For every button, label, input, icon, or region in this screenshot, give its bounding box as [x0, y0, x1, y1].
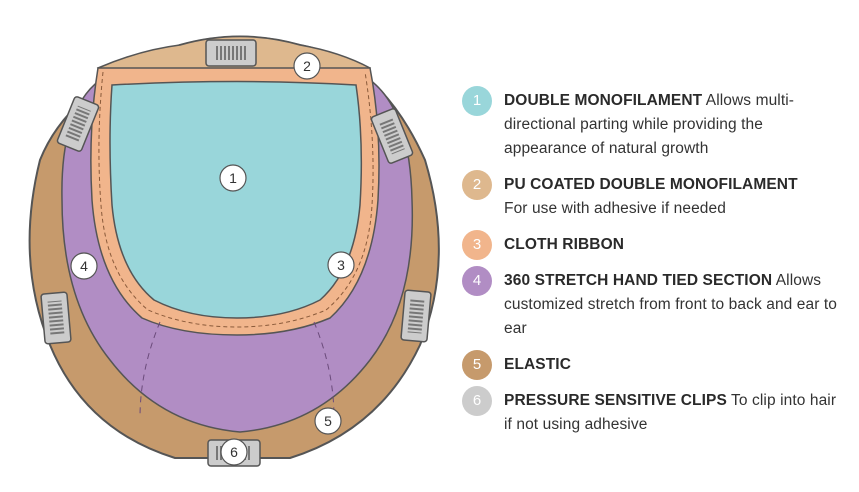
legend-title: DOUBLE MONOFILAMENT — [504, 92, 703, 109]
svg-text:5: 5 — [324, 413, 332, 429]
legend-item-4: 4 360 STRETCH HAND TIED SECTION Allows c… — [462, 266, 847, 341]
wig-cap-diagram: 1 2 3 4 5 6 — [28, 35, 440, 467]
legend-item-6: 6 PRESSURE SENSITIVE CLIPS To clip into … — [462, 386, 847, 437]
ribbon-stitch-line — [98, 71, 374, 328]
monofilament-area — [109, 80, 363, 319]
legend-title: 360 STRETCH HAND TIED SECTION — [504, 272, 773, 289]
stretch-dashed-line-right — [313, 321, 335, 419]
legend-title: PRESSURE SENSITIVE CLIPS — [504, 392, 727, 409]
legend-item-3: 3 CLOTH RIBBON — [462, 230, 847, 260]
legend-badge: 3 — [462, 230, 492, 260]
clip-left-upper-icon — [56, 96, 100, 152]
legend-text: DOUBLE MONOFILAMENT Allows multi-directi… — [504, 86, 847, 161]
clip-right-lower-icon — [400, 289, 432, 343]
svg-text:1: 1 — [229, 170, 237, 186]
legend-badge: 2 — [462, 170, 492, 200]
legend-text: CLOTH RIBBON — [504, 230, 847, 257]
callout-3: 3 — [327, 251, 355, 279]
legend-item-1: 1 DOUBLE MONOFILAMENT Allows multi-direc… — [462, 86, 847, 161]
svg-text:3: 3 — [337, 257, 345, 273]
svg-text:4: 4 — [80, 258, 88, 274]
legend-badge: 1 — [462, 86, 492, 116]
legend-item-2: 2 PU COATED DOUBLE MONOFILAMENT For use … — [462, 170, 847, 221]
stretch-dashed-line-left — [139, 321, 161, 419]
clip-right-upper-icon — [370, 108, 414, 164]
legend-description: To clip into hair if not using adhesive — [504, 392, 837, 433]
legend-title: PU COATED DOUBLE MONOFILAMENT — [504, 176, 798, 193]
callout-2: 2 — [293, 52, 321, 80]
legend: 1 DOUBLE MONOFILAMENT Allows multi-direc… — [462, 86, 847, 446]
legend-title: ELASTIC — [504, 356, 572, 373]
clip-top-icon — [205, 39, 257, 67]
callout-5: 5 — [314, 407, 342, 435]
legend-text: 360 STRETCH HAND TIED SECTION Allows cus… — [504, 266, 847, 341]
legend-description: For use with adhesive if needed — [504, 200, 726, 217]
callout-4: 4 — [70, 252, 98, 280]
legend-badge: 5 — [462, 350, 492, 380]
legend-description: Allows multi-directional parting while p… — [504, 92, 795, 157]
legend-text: PU COATED DOUBLE MONOFILAMENT For use wi… — [504, 170, 847, 221]
legend-text: ELASTIC — [504, 350, 847, 377]
svg-text:2: 2 — [303, 58, 311, 74]
legend-description: Allows customized stretch from front to … — [504, 272, 838, 337]
callout-1: 1 — [219, 164, 247, 192]
callout-6: 6 — [220, 438, 248, 466]
svg-text:6: 6 — [230, 444, 238, 460]
legend-badge: 6 — [462, 386, 492, 416]
legend-text: PRESSURE SENSITIVE CLIPS To clip into ha… — [504, 386, 847, 437]
legend-badge: 4 — [462, 266, 492, 296]
legend-title: CLOTH RIBBON — [504, 236, 625, 253]
clip-left-lower-icon — [40, 291, 72, 345]
legend-item-5: 5 ELASTIC — [462, 350, 847, 380]
